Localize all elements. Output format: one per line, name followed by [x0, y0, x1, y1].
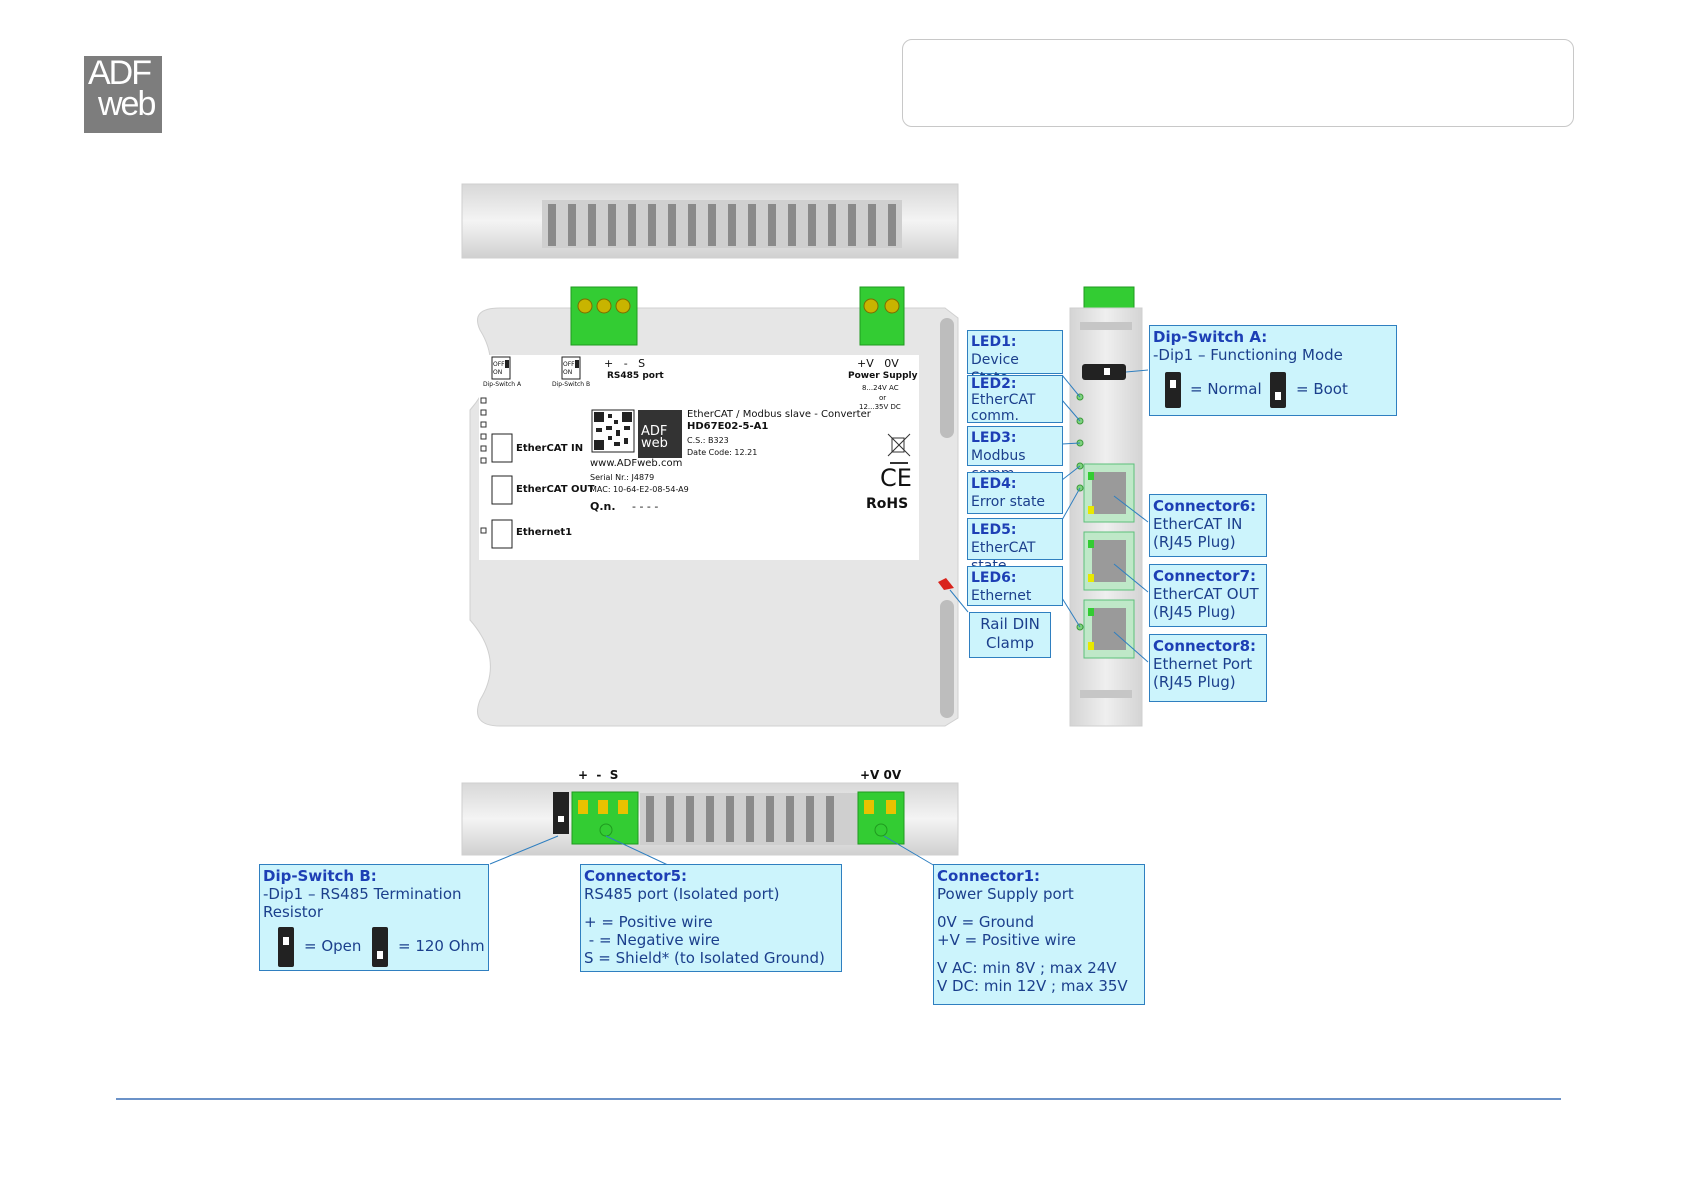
conn1-title: Connector1: — [937, 867, 1041, 885]
conn6-title: Connector6: — [1153, 497, 1257, 515]
led2-line2: comm. — [971, 408, 1019, 424]
conn1-line4: V AC: min 8V ; max 24V — [937, 959, 1117, 977]
led2-line1: EtherCAT — [971, 392, 1036, 408]
conn8-line1: Ethernet Port — [1153, 655, 1253, 673]
conn5-line1: RS485 port (Isolated port) — [584, 885, 780, 903]
conn5-line4: S = Shield* (to Isolated Ground) — [584, 949, 825, 967]
rohs-mark: RoHS — [866, 496, 909, 512]
conn6-line2: (RJ45 Plug) — [1153, 533, 1236, 551]
dip-b-120ohm-label: = 120 Ohm — [398, 937, 485, 955]
callout-connector8: Connector8: Ethernet Port (RJ45 Plug) — [1149, 634, 1267, 702]
header-title-box — [902, 39, 1574, 127]
dip-a-boot-switch-icon — [1270, 372, 1286, 408]
led6-line: Ethernet link — [971, 588, 1032, 604]
ethernet1-port-label: Ethernet1 — [516, 527, 573, 538]
product-cs: C.S.: B323 — [687, 436, 729, 445]
callout-connector1: Connector1: Power Supply port 0V = Groun… — [933, 864, 1145, 1005]
dip-a-label: Dip-Switch A — [483, 381, 522, 388]
rail-line1: Rail DIN — [980, 615, 1040, 633]
ethercat-out-port-label: EtherCAT OUT — [516, 484, 595, 495]
callout-rail-din: Rail DIN Clamp — [969, 612, 1051, 658]
led4-line: Error state — [971, 494, 1046, 510]
conn7-line1: EtherCAT OUT — [1153, 585, 1259, 603]
callout-led6: LED6: Ethernet link — [967, 566, 1063, 606]
logo-line2: web — [98, 85, 156, 123]
dip-b-line1: -Dip1 – RS485 Termination — [263, 885, 462, 903]
product-date-code: Date Code: 12.21 — [687, 448, 758, 457]
dip-a-off-label: OFF — [493, 361, 505, 368]
rs485-port-label: RS485 port — [607, 371, 664, 381]
conn5-line3: - = Negative wire — [584, 931, 720, 949]
callout-connector6: Connector6: EtherCAT IN (RJ45 Plug) — [1149, 494, 1267, 557]
power-pins-label: +V 0V — [857, 357, 899, 370]
led5-title: LED5: — [971, 522, 1017, 538]
dip-a-normal-switch-icon — [1165, 372, 1181, 408]
callout-led5: LED5: EtherCAT state — [967, 518, 1063, 574]
callout-dip-switch-b: Dip-Switch B: -Dip1 – RS485 Termination … — [259, 864, 489, 971]
conn7-line2: (RJ45 Plug) — [1153, 603, 1236, 621]
led4-title: LED4: — [971, 476, 1017, 492]
dip-b-label: Dip-Switch B — [552, 381, 591, 388]
callout-led4: LED4: Error state — [967, 472, 1063, 514]
led1-title: LED1: — [971, 334, 1017, 350]
dip-b-off-label: OFF — [563, 361, 575, 368]
bottom-rs485-pins: + - S — [578, 768, 619, 782]
led6-title: LED6: — [971, 570, 1017, 586]
bottom-view — [461, 782, 959, 856]
bottom-power-pins: +V 0V — [860, 768, 902, 782]
product-model: HD67E02-5-A1 — [687, 421, 769, 432]
callout-connector7: Connector7: EtherCAT OUT (RJ45 Plug) — [1149, 564, 1267, 627]
led2-title: LED2: — [971, 376, 1017, 392]
dip-b-open-switch-icon — [278, 927, 294, 967]
conn1-line1: Power Supply port — [937, 885, 1074, 903]
rail-line2: Clamp — [986, 634, 1034, 652]
callout-led1: LED1: Device State — [967, 330, 1063, 386]
callout-connector5: Connector5: RS485 port (Isolated port) +… — [580, 864, 842, 972]
conn6-line1: EtherCAT IN — [1153, 515, 1243, 533]
qn-value: - - - - — [632, 500, 659, 513]
qn-label: Q.n. — [590, 500, 616, 513]
dip-b-line2: Resistor — [263, 903, 323, 921]
website-label: www.ADFweb.com — [590, 458, 683, 469]
dip-a-title: Dip-Switch A: — [1153, 328, 1268, 346]
power-spec-1: 8...24V AC — [862, 384, 899, 392]
led3-title: LED3: — [971, 430, 1017, 446]
dip-b-on-label: ON — [563, 369, 573, 376]
conn5-title: Connector5: — [584, 867, 688, 885]
conn1-line5: V DC: min 12V ; max 35V — [937, 977, 1128, 995]
callout-led2: LED2: EtherCAT comm. — [967, 375, 1063, 424]
plate-brand-logo: ADF web — [641, 424, 668, 451]
conn8-title: Connector8: — [1153, 637, 1257, 655]
dip-b-title: Dip-Switch B: — [263, 867, 377, 885]
conn1-line3: +V = Positive wire — [937, 931, 1077, 949]
callout-dip-switch-a: Dip-Switch A: -Dip1 – Functioning Mode =… — [1149, 325, 1397, 416]
conn8-line2: (RJ45 Plug) — [1153, 673, 1236, 691]
ethercat-in-port-label: EtherCAT IN — [516, 443, 584, 454]
logo-line1: ADF — [88, 54, 152, 92]
leader-lines — [489, 369, 1149, 867]
dip-a-line1: -Dip1 – Functioning Mode — [1153, 346, 1343, 364]
callout-led3: LED3: Modbus comm. — [967, 426, 1063, 482]
front-view — [469, 286, 959, 727]
power-supply-label: Power Supply — [848, 371, 918, 381]
adfweb-logo: ADF web — [84, 56, 162, 133]
dip-a-on-label: ON — [493, 369, 503, 376]
ce-mark: CE — [880, 464, 912, 492]
mac-address: MAC: 10-64-E2-08-54-A9 — [590, 485, 689, 494]
power-spec-2: or — [879, 394, 887, 402]
conn7-title: Connector7: — [1153, 567, 1257, 585]
rs485-pins-label: + - S — [604, 357, 646, 370]
top-view — [461, 183, 959, 259]
product-description: EtherCAT / Modbus slave - Converter — [687, 409, 871, 420]
power-spec-3: 12...35V DC — [859, 403, 901, 411]
conn5-line2: + = Positive wire — [584, 913, 713, 931]
serial-number: Serial Nr.: J4879 — [590, 473, 655, 482]
dip-a-normal-label: = Normal — [1190, 380, 1262, 398]
side-view — [1069, 286, 1143, 727]
dip-b-120ohm-switch-icon — [372, 927, 388, 967]
dip-b-open-label: = Open — [304, 937, 362, 955]
dip-a-boot-label: = Boot — [1296, 380, 1348, 398]
conn1-line2: 0V = Ground — [937, 913, 1035, 931]
